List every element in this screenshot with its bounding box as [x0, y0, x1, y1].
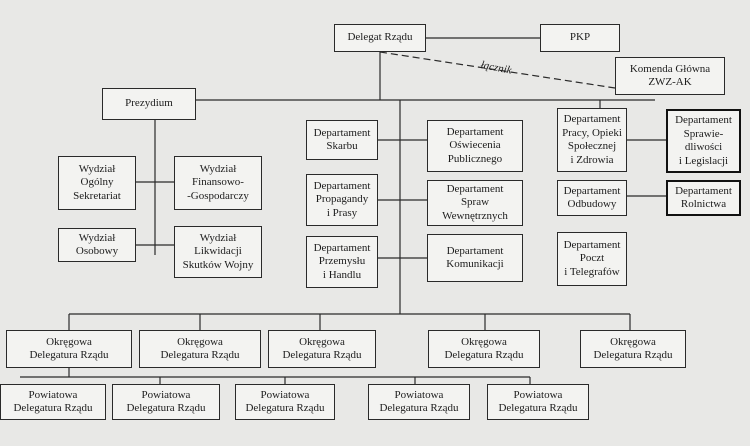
node-departament-przemyslu: Departament Przemysłu i Handlu — [306, 236, 378, 288]
node-powiatowa-delegatura-4: Powiatowa Delegatura Rządu — [368, 384, 470, 420]
node-prezydium: Prezydium — [102, 88, 196, 120]
node-departament-propagandy: Departament Propagandy i Prasy — [306, 174, 378, 226]
node-wydzial-finansowo: Wydział Finansowo- -Gospodarczy — [174, 156, 262, 210]
node-powiatowa-delegatura-1: Powiatowa Delegatura Rządu — [0, 384, 106, 420]
node-departament-poczt: Departament Poczt i Telegrafów — [557, 232, 627, 286]
node-departament-sprawiedliwosci: Departament Sprawie- dliwości i Legislac… — [666, 109, 741, 173]
node-powiatowa-delegatura-2: Powiatowa Delegatura Rządu — [112, 384, 220, 420]
node-departament-komunikacji: Departament Komunikacji — [427, 234, 523, 282]
node-wydzial-osobowy: Wydział Osobowy — [58, 228, 136, 262]
node-pkp: PKP — [540, 24, 620, 52]
node-delegat-rzadu: Delegat Rządu — [334, 24, 426, 52]
node-powiatowa-delegatura-5: Powiatowa Delegatura Rządu — [487, 384, 589, 420]
node-okregowa-delegatura-3: Okręgowa Delegatura Rządu — [268, 330, 376, 368]
node-departament-odbudowy: Departament Odbudowy — [557, 180, 627, 216]
node-okregowa-delegatura-5: Okręgowa Delegatura Rządu — [580, 330, 686, 368]
node-departament-rolnictwa: Departament Rolnictwa — [666, 180, 741, 216]
node-okregowa-delegatura-4: Okręgowa Delegatura Rządu — [428, 330, 540, 368]
node-departament-spraw: Departament Spraw Wewnętrznych — [427, 180, 523, 226]
node-departament-skarbu: Departament Skarbu — [306, 120, 378, 160]
node-okregowa-delegatura-1: Okręgowa Delegatura Rządu — [6, 330, 132, 368]
node-departament-pracy: Departament Pracy, Opieki Społecznej i Z… — [557, 108, 627, 172]
node-powiatowa-delegatura-3: Powiatowa Delegatura Rządu — [235, 384, 335, 420]
node-departament-oswiecenia: Departament Oświecenia Publicznego — [427, 120, 523, 172]
node-wydzial-ogolny: Wydział Ogólny Sekretariat — [58, 156, 136, 210]
node-okregowa-delegatura-2: Okręgowa Delegatura Rządu — [139, 330, 261, 368]
node-komenda-glowna: Komenda Główna ZWZ-AK — [615, 57, 725, 95]
node-wydzial-likwidacji: Wydział Likwidacji Skutków Wojny — [174, 226, 262, 278]
